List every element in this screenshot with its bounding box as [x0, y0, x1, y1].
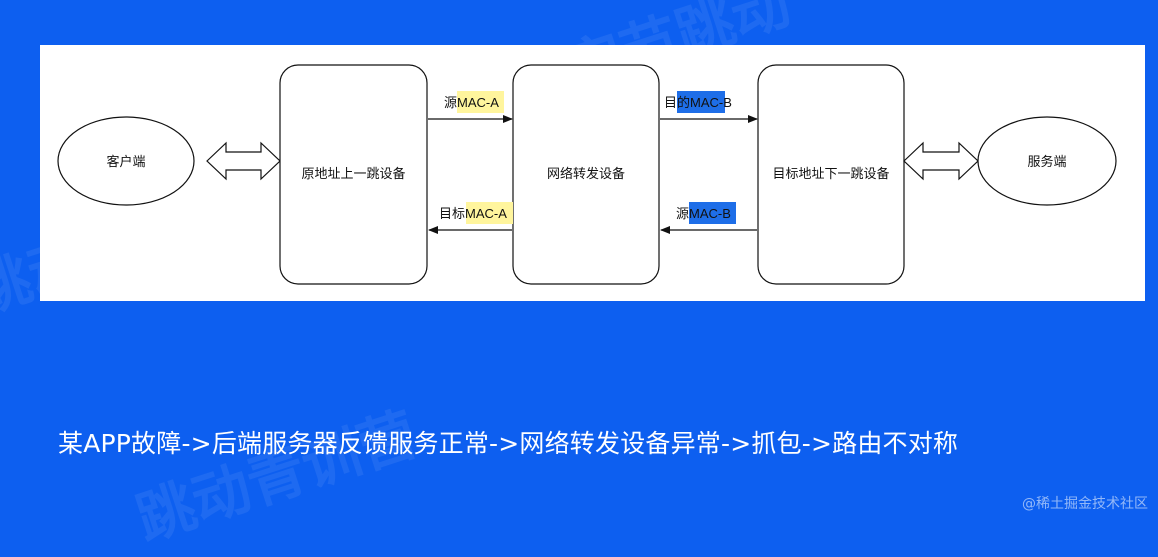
server-link-double-arrow — [903, 141, 979, 181]
diagram-panel: 客户端 原地址上一跳设备 网络转发设备 目标地址下一跳设备 服务端 源MAC-A — [40, 45, 1145, 301]
server-node — [977, 116, 1117, 206]
source-credit: @稀土掘金技术社区 — [1022, 496, 1148, 512]
network-diagram: 客户端 原地址上一跳设备 网络转发设备 目标地址下一跳设备 服务端 源MAC-A — [57, 64, 1117, 285]
forwarder-node — [512, 64, 660, 285]
edge-label-top-left: 源MAC-A — [444, 95, 499, 110]
dest-hop-node — [757, 64, 905, 285]
source-hop-label: 原地址上一跳设备 — [301, 166, 405, 182]
edge-label-highlight — [466, 202, 513, 224]
edge-label-bottom-right: 源MAC-B — [676, 206, 731, 221]
source-hop-node — [279, 64, 428, 285]
client-link-double-arrow — [206, 141, 281, 181]
server-label: 服务端 — [1027, 154, 1066, 170]
edge-label-highlight — [689, 202, 736, 224]
forwarder-label: 网络转发设备 — [547, 166, 625, 182]
background-watermark: 跳动青训营 — [128, 399, 425, 554]
edge-label-highlight — [457, 91, 504, 113]
dest-hop-label: 目标地址下一跳设备 — [772, 166, 889, 182]
edge-label-top-right: 目的MAC-B — [664, 95, 732, 110]
client-node — [57, 116, 195, 206]
client-label: 客户端 — [106, 154, 145, 170]
edge-label-highlight — [677, 91, 725, 113]
diagnosis-caption: 某APP故障->后端服务器反馈服务正常->网络转发设备异常->抓包->路由不对称 — [58, 429, 959, 458]
edge-label-bottom-left: 目标MAC-A — [439, 206, 507, 221]
